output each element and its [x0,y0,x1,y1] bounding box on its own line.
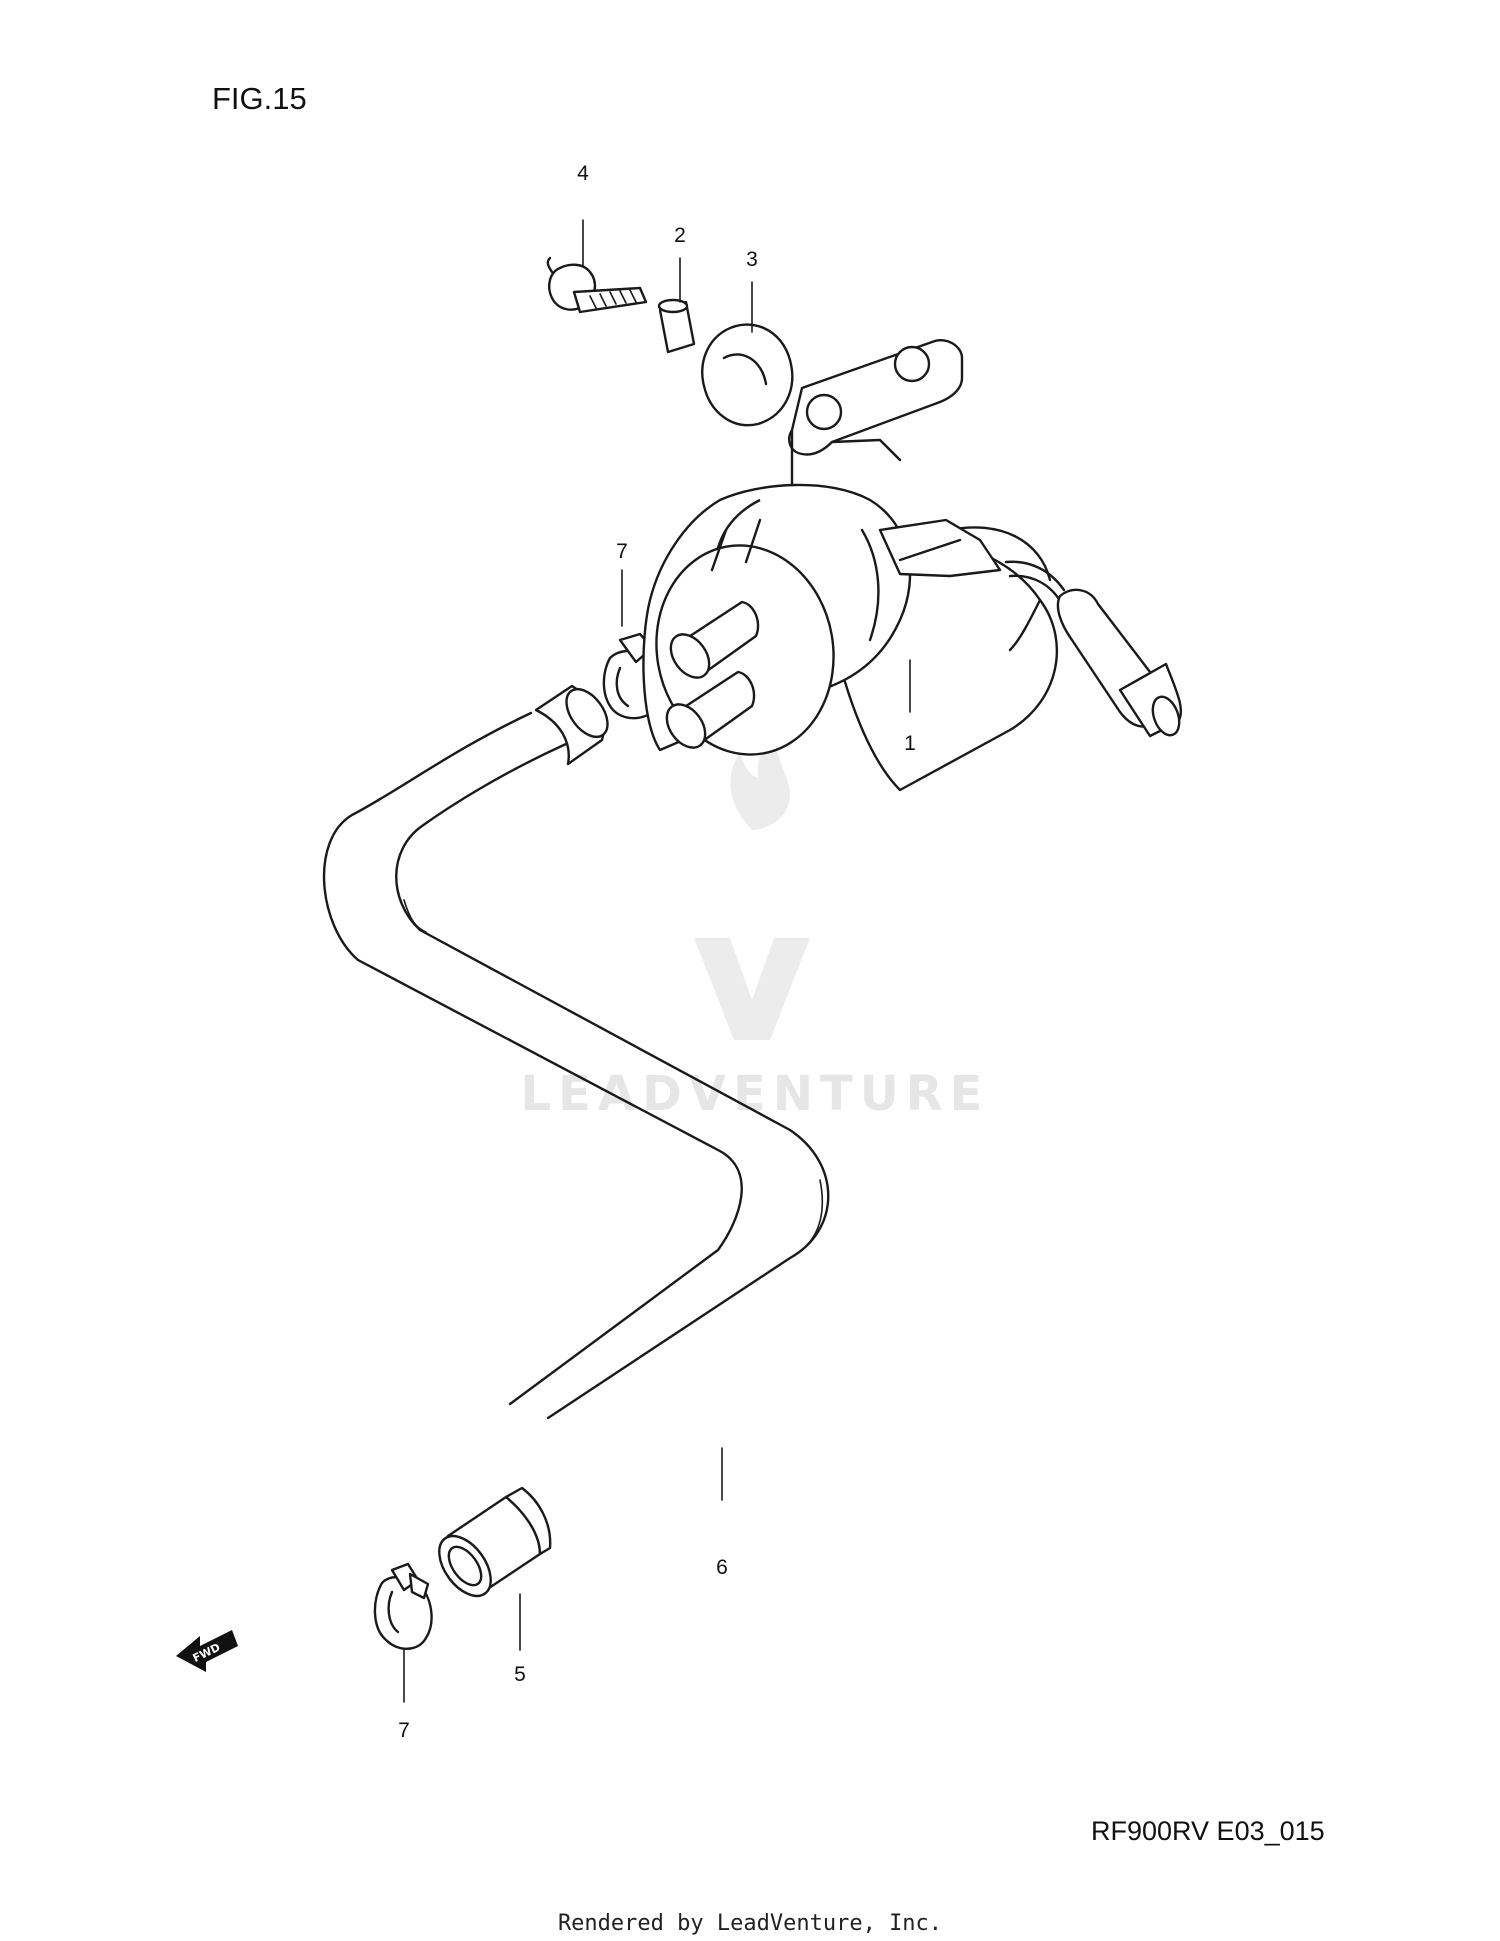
callout-2: 2 [674,224,686,247]
part-4-bolt [546,256,648,314]
callout-1: 1 [904,732,916,755]
callout-4: 4 [577,162,589,185]
callout-7-bottom: 7 [398,1719,410,1742]
part-7-clamp-bottom [373,1562,433,1650]
leader-lines [403,219,911,1703]
diagram-code: RF900RV E03_015 [1091,1816,1325,1846]
callout-6: 6 [716,1556,728,1579]
svg-text:LEADVENTURE: LEADVENTURE [521,1066,990,1122]
callout-3: 3 [746,248,758,271]
figure-title: FIG.15 [212,81,307,116]
hose-upper-end [534,684,609,766]
part-2-collar [657,298,696,354]
fwd-arrow-icon: FWD [176,1630,238,1672]
callout-7-top: 7 [616,540,628,563]
render-credit: Rendered by LeadVenture, Inc. [558,1911,942,1936]
leadventure-watermark: LEADVENTURE [521,728,990,1122]
part-1-fuel-pump [642,339,1183,792]
part-6-hose [322,711,830,1420]
callout-5: 5 [514,1663,526,1686]
part-5-pipe [438,1486,552,1598]
part-3-grommet [701,323,794,427]
